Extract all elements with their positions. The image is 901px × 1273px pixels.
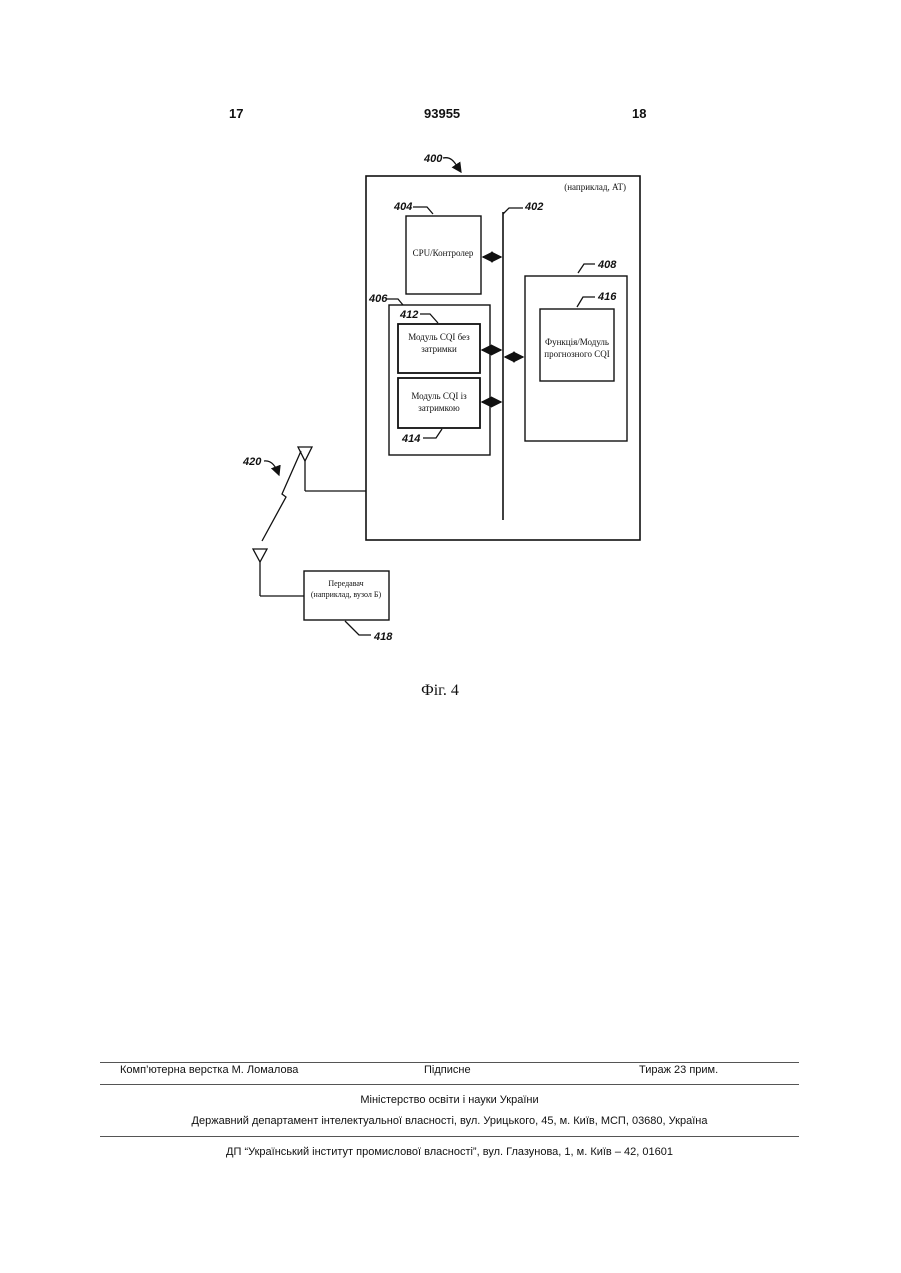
footer-circulation: Тираж 23 прим. bbox=[639, 1064, 718, 1076]
link-ref-label: 420 bbox=[242, 456, 262, 468]
predictive-ref-label: 416 bbox=[597, 291, 617, 303]
cpu-block: 404 CPU/Контролер bbox=[393, 201, 481, 294]
cqi-delay-label-line2: затримкою bbox=[418, 403, 460, 413]
cqi-group-block: 406 bbox=[368, 293, 490, 455]
footer-institute: ДП “Український інститут промислової вла… bbox=[100, 1146, 799, 1158]
figure-caption: Фіг. 4 bbox=[0, 682, 880, 700]
footer-rule-top bbox=[100, 1062, 799, 1063]
device-ref-label: 400 bbox=[423, 153, 443, 165]
predictive-label-line1: Функція/Модуль bbox=[545, 337, 609, 347]
block-diagram: 400 (наприклад, AT) 402 404 CPU/Контроле… bbox=[0, 0, 901, 720]
transmitter-label-line1: Передавач bbox=[328, 579, 363, 588]
cpu-ref-label: 404 bbox=[393, 201, 412, 213]
bus: 402 bbox=[503, 201, 543, 520]
group-ref-label: 406 bbox=[368, 293, 388, 305]
bus-ref-label: 402 bbox=[524, 201, 543, 213]
wireless-link-icon: 420 bbox=[242, 451, 301, 541]
footer-rule-middle bbox=[100, 1084, 799, 1085]
cqi-delay-module: Модуль CQI із затримкою 414 bbox=[398, 378, 480, 445]
predictive-cqi-module: 416 Функція/Модуль прогнозного CQI bbox=[540, 291, 617, 381]
cqi-nodelay-label-line2: затримки bbox=[421, 344, 457, 354]
footer-ministry: Міністерство освіти і науки України bbox=[100, 1094, 799, 1106]
transmitter-antenna-icon bbox=[253, 549, 304, 596]
footer-layout-credit: Комп’ютерна верстка М. Ломалова bbox=[120, 1064, 298, 1076]
predictive-label-line2: прогнозного CQI bbox=[544, 349, 609, 359]
device-antenna-icon bbox=[298, 447, 366, 491]
device-label: (наприклад, AT) bbox=[564, 182, 626, 192]
memory-ref-label: 408 bbox=[597, 259, 617, 271]
transmitter-block: Передавач (наприклад, вузол Б) 418 bbox=[304, 571, 393, 643]
cqi-delay-label-line1: Модуль CQI із bbox=[411, 391, 467, 401]
transmitter-ref-label: 418 bbox=[373, 631, 393, 643]
footer-department: Державний департамент інтелектуальної вл… bbox=[100, 1115, 799, 1127]
cqi-delay-ref-label: 414 bbox=[401, 433, 420, 445]
cpu-label: CPU/Контролер bbox=[413, 248, 474, 258]
device-ref-leader bbox=[443, 158, 461, 172]
transmitter-label-line2: (наприклад, вузол Б) bbox=[311, 590, 382, 599]
footer-rule-bottom bbox=[100, 1136, 799, 1137]
footer-signed: Підписне bbox=[424, 1064, 471, 1076]
cqi-nodelay-ref-label: 412 bbox=[399, 309, 418, 321]
cqi-nodelay-module: 412 Модуль CQI без затримки bbox=[398, 309, 480, 373]
cqi-nodelay-label-line1: Модуль CQI без bbox=[408, 332, 470, 342]
